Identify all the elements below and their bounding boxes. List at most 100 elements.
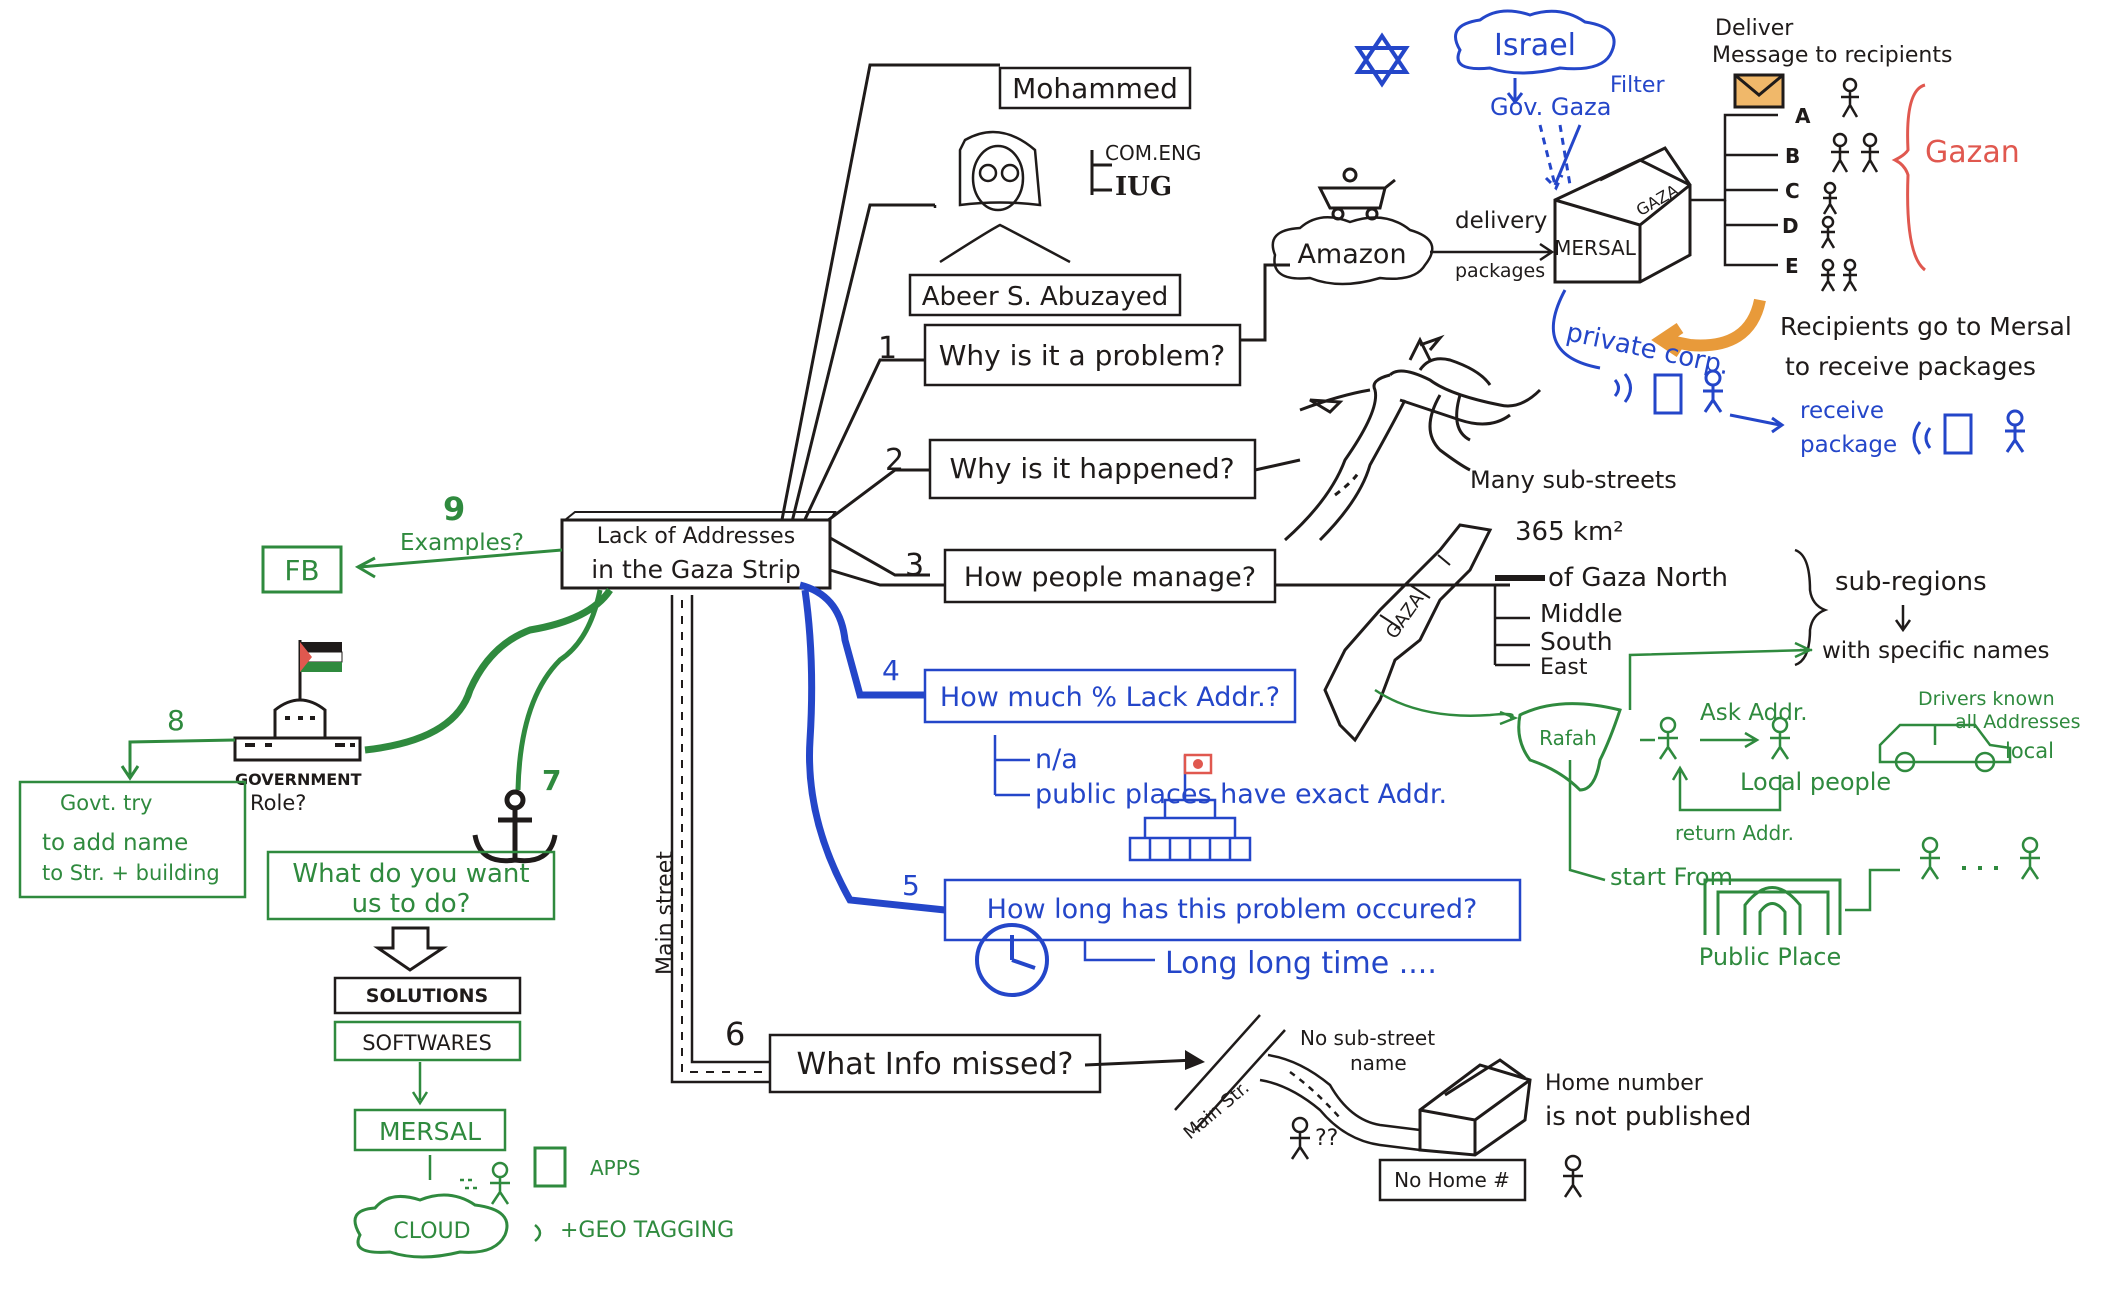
softwares-arrow (411, 1062, 429, 1106)
home-number-label: Home number (1545, 1071, 1704, 1096)
portrait-drawing (933, 130, 1071, 264)
filter-label: Filter (1610, 73, 1665, 98)
government-role-label: Role? (250, 791, 306, 815)
main-street-label: Main street (653, 851, 678, 975)
area-label: 365 km² (1515, 517, 1624, 547)
gov-arrow (120, 738, 236, 781)
delivery-label: delivery (1455, 208, 1547, 234)
duration-label: Long long time .... (1165, 946, 1437, 981)
central-topic-line1: Lack of Addresses (597, 524, 795, 549)
local-drivers-label: local (2005, 739, 2054, 763)
many-sub-streets-label: Many sub-streets (1470, 466, 1677, 494)
no-sub-street-label: No sub-street (1300, 1026, 1435, 1050)
start-from-label: start From (1610, 863, 1733, 891)
mersal-box (353, 1108, 507, 1152)
recipient-a: A (1795, 104, 1811, 128)
regions-brace (1794, 548, 1829, 667)
softwares-box (333, 1020, 522, 1062)
person-dept: COM.ENG (1105, 141, 1201, 165)
q8-branch-line (364, 587, 613, 754)
roads-drawing (1284, 334, 1542, 542)
recipients-go-label: Recipients go to Mersal (1780, 312, 2072, 341)
building-blocks-icon (1128, 753, 1252, 862)
q3-box (943, 548, 1277, 604)
gaza-strip-map: GAZA (1323, 523, 1493, 743)
q3-question: How people manage? (964, 562, 1256, 593)
rafah-shape (1517, 702, 1622, 792)
street-building-label: to Str. + building (42, 861, 220, 885)
sub-regions-label: sub-regions (1835, 567, 1987, 597)
q5-box (943, 878, 1522, 942)
cloud-label: CLOUD (393, 1219, 470, 1244)
envelope-icon (1733, 73, 1785, 109)
q4-branch-line (799, 581, 925, 699)
q1-question: Why is it a problem? (939, 339, 1226, 372)
solutions-label: SOLUTIONS (366, 985, 488, 1007)
receiver-phone-icon (1912, 409, 2025, 455)
q4-number: 4 (882, 654, 900, 687)
geo-tagging-label: +GEO TAGGING (560, 1218, 734, 1243)
government-building-icon (233, 640, 362, 762)
q5-number: 5 (902, 869, 920, 902)
q5-answer-branch (1083, 940, 1155, 962)
israel-arrows (1506, 78, 1582, 191)
cloud-signal-mark (534, 1224, 542, 1242)
recipient-branches (1690, 113, 1778, 267)
q4-answer-branches (993, 735, 1030, 797)
black-branch-lines (778, 63, 1510, 1067)
q2-box (928, 438, 1257, 500)
main-street-road (670, 595, 770, 1084)
recipient-b: B (1785, 144, 1800, 168)
question-marks: ?? (1315, 1126, 1338, 1151)
q9-question: Examples? (400, 530, 524, 556)
solutions-box (333, 976, 522, 1015)
israel-label: Israel (1494, 28, 1576, 63)
q7-branch-line (515, 589, 603, 791)
q9-number: 9 (443, 490, 465, 528)
q6-arrowhead (1185, 1050, 1205, 1070)
main-str-label: Main Str. (1180, 1077, 1254, 1144)
govt-try-box (18, 780, 247, 899)
amazon-cloud: Amazon (1271, 215, 1434, 286)
q2-question: Why is it happened? (949, 452, 1234, 485)
ask-addr-label: Ask Addr. (1700, 700, 1808, 726)
q7-question: What do you want (292, 859, 529, 889)
region-east: East (1540, 655, 1588, 680)
car-icon (1878, 723, 2012, 773)
q2-number: 2 (885, 443, 904, 478)
q9-branch (354, 548, 563, 579)
no-sub-street-name-label: name (1350, 1051, 1407, 1075)
amazon-label: Amazon (1297, 239, 1406, 270)
apps-icons (428, 1146, 567, 1205)
q7-box (266, 850, 556, 921)
all-addresses-label: all Addresses (1955, 711, 2081, 733)
not-published-label: is not published (1545, 1102, 1751, 1132)
q1-number: 1 (878, 331, 897, 366)
cart-icon (1317, 167, 1396, 221)
no-home-box (1378, 1158, 1527, 1202)
region-south: South (1540, 627, 1613, 656)
recipient-d: D (1782, 214, 1799, 238)
no-home-label: No Home # (1394, 1168, 1510, 1192)
private-corp-label: private corp. (1564, 318, 1732, 382)
gazan-brace (1891, 83, 1926, 272)
confused-person-icons (1290, 1116, 1583, 1198)
q4-question: How much % Lack Addr.? (940, 682, 1280, 713)
fb-box (261, 545, 343, 594)
q6-question: What Info missed? (797, 1047, 1074, 1082)
q6-number: 6 (725, 1015, 745, 1053)
q4-box (923, 668, 1297, 724)
gazan-label: Gazan (1925, 135, 2020, 170)
down-arrow-icon (373, 926, 448, 972)
government-label: GOVERNMENT (235, 770, 362, 789)
add-name-label: to add name (42, 830, 188, 856)
q8-number: 8 (167, 704, 185, 737)
cloud-icon (353, 1193, 509, 1259)
q5-branch-line (801, 589, 946, 914)
public-place-label: Public Place (1699, 943, 1841, 971)
q3-number: 3 (905, 548, 924, 583)
percent-na: n/a (1035, 744, 1078, 775)
israel-cloud: Israel (1454, 9, 1616, 75)
